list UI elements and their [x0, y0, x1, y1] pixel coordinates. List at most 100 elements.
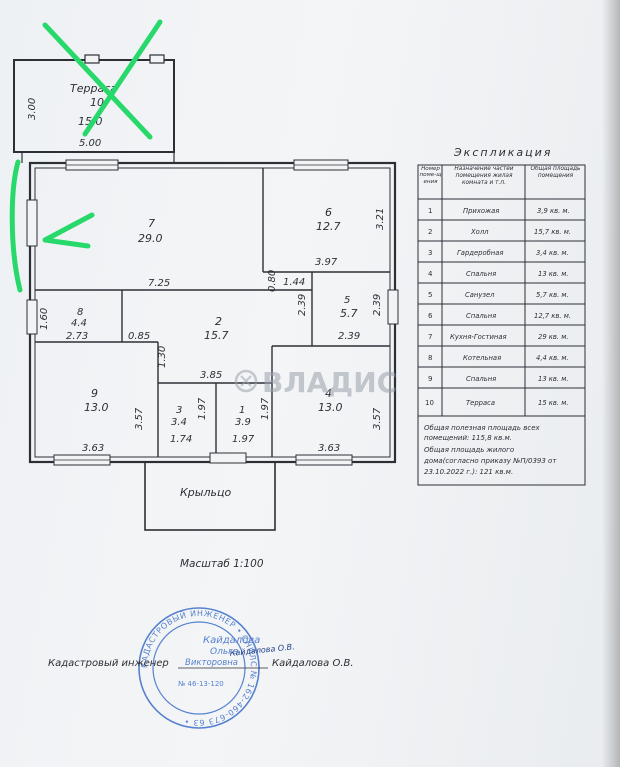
table-row: 6 Спальня 12,7 кв. м. — [428, 312, 571, 320]
room-area-7: 29.0 — [138, 232, 163, 245]
watermark: ВЛАДИС — [234, 366, 397, 399]
table-row: 8 Котельная 4,4 кв. м. — [428, 354, 569, 362]
svg-text:3,4 кв. м.: 3,4 кв. м. — [536, 249, 569, 257]
porch: Крыльцо — [144, 452, 276, 531]
dim-room5-height: 2.39 — [297, 294, 308, 316]
porch-label: Крыльцо — [180, 486, 231, 499]
dim-room1-height: 1.97 — [260, 397, 271, 420]
house-walls — [26, 159, 399, 466]
dim-room4-height: 3.57 — [372, 407, 383, 430]
dim-room8-height: 1.60 — [39, 308, 50, 330]
dim-room6-height: 3.21 — [375, 208, 386, 230]
room-number-6: 6 — [325, 206, 332, 219]
explication-title: Экспликация — [453, 146, 552, 159]
interior-walls — [35, 168, 390, 457]
svg-text:Санузел: Санузел — [465, 291, 495, 299]
svg-text:5: 5 — [428, 291, 432, 299]
room-area-1: 3.9 — [235, 417, 251, 428]
svg-text:Общая площадь жилого: Общая площадь жилого — [424, 446, 514, 454]
dim-room4-width: 3.63 — [318, 443, 340, 454]
svg-text:3,9 кв. м.: 3,9 кв. м. — [537, 207, 570, 215]
svg-text:23.10.2022 г.): 121 кв.м.: 23.10.2022 г.): 121 кв.м. — [424, 468, 513, 476]
scale-label: Масштаб 1:100 — [180, 558, 264, 570]
svg-text:Прихожая: Прихожая — [463, 207, 499, 215]
explication-note: Общая полезная площадь всех помещений: 1… — [423, 424, 557, 476]
paper-edge-shadow — [602, 0, 620, 767]
dim-room3-width: 1.74 — [170, 434, 192, 445]
room-area-2: 15.7 — [204, 329, 229, 342]
svg-text:15,7 кв. м.: 15,7 кв. м. — [534, 228, 571, 236]
dim-terrace-height: 3.00 — [27, 98, 38, 120]
svg-text:Терраса: Терраса — [466, 399, 495, 407]
dim-room7-width: 7.25 — [148, 278, 170, 289]
dim-room8-width: 2.73 — [66, 331, 88, 342]
svg-text:1: 1 — [428, 207, 432, 215]
room-labels: 7 29.0 6 12.7 8 4.4 2 15.7 5 5.7 9 13.0 … — [71, 206, 358, 428]
svg-text:Гардеробная: Гардеробная — [457, 249, 504, 257]
svg-text:7: 7 — [428, 333, 432, 341]
stamp-name-2: Ольга — [210, 647, 238, 657]
engineer-name: Кайдалова О.В. — [272, 658, 354, 669]
svg-text:Кухня-Гостиная: Кухня-Гостиная — [450, 333, 507, 341]
explication-table: Экспликация Номер поме-щения Назначение … — [417, 146, 586, 486]
svg-text:Спальня: Спальня — [466, 375, 496, 383]
room-number-7: 7 — [148, 217, 155, 230]
table-row: 1 Прихожая 3,9 кв. м. — [428, 207, 570, 215]
dimension-labels: 3.21 3.97 1.44 0.80 7.25 1.60 2.73 0.85 … — [39, 208, 386, 454]
table-row: 4 Спальня 13 кв. м. — [428, 270, 569, 278]
green-annotations — [9, 19, 163, 293]
svg-text:10: 10 — [425, 399, 434, 407]
dim-room9-width: 3.63 — [82, 443, 104, 454]
table-row: 2 Холл 15,7 кв. м. — [428, 228, 571, 236]
stamp-name-3: Викторовна — [185, 658, 238, 668]
dim-corridor-width: 1.44 — [283, 277, 305, 288]
svg-text:12,7 кв. м.: 12,7 кв. м. — [534, 312, 571, 320]
table-row: 3 Гардеробная 3,4 кв. м. — [428, 249, 569, 257]
svg-text:4: 4 — [428, 270, 433, 278]
header-number: Номер поме-щения — [419, 166, 442, 185]
header-area: Общая площадь помещения — [530, 166, 581, 179]
table-row: 10 Терраса 15 кв. м. — [425, 399, 569, 407]
room-number-10: 10 — [90, 96, 104, 109]
room-number-5: 5 — [344, 295, 350, 306]
room-number-3: 3 — [176, 405, 182, 416]
room-area-5: 5.7 — [340, 307, 358, 320]
watermark-brand: ВЛАДИС — [262, 366, 397, 399]
svg-text:Котельная: Котельная — [463, 354, 501, 362]
terrace: Терраса 10 15.0 3.00 5.00 — [13, 54, 175, 163]
header-purpose: Назначение частей помещения жилая комнат… — [454, 166, 514, 186]
dim-hall-gap: 0.85 — [128, 331, 150, 342]
dim-room5-width: 2.39 — [338, 331, 360, 342]
room-number-9: 9 — [91, 387, 98, 400]
dim-hall-width: 3.85 — [200, 370, 222, 381]
table-row: 7 Кухня-Гостиная 29 кв. м. — [428, 333, 569, 341]
room-area-8: 4.4 — [71, 318, 87, 329]
svg-text:Общая полезная площадь всех: Общая полезная площадь всех — [424, 424, 540, 432]
svg-text:29 кв. м.: 29 кв. м. — [538, 333, 569, 341]
dim-room1-width: 1.97 — [232, 434, 255, 445]
dim-hall-depth: 1.30 — [157, 346, 168, 368]
room-area-9: 13.0 — [84, 401, 109, 414]
table-row: 5 Санузел 5,7 кв. м. — [428, 291, 569, 299]
stamp-name: Кайдалова — [203, 635, 260, 646]
svg-text:2: 2 — [428, 228, 432, 236]
dim-corridor-depth: 0.80 — [267, 270, 278, 292]
svg-text:13 кв. м.: 13 кв. м. — [538, 375, 569, 383]
dim-room5-height-outer: 2.39 — [372, 294, 383, 316]
room-number-1: 1 — [239, 405, 245, 416]
svg-text:6: 6 — [428, 312, 433, 320]
engineer-label: Кадастровый инженер — [48, 658, 169, 669]
svg-text:9: 9 — [428, 375, 432, 383]
svg-text:4,4 кв. м.: 4,4 кв. м. — [536, 354, 569, 362]
svg-text:13 кв. м.: 13 кв. м. — [538, 270, 569, 278]
svg-text:дома(согласно приказу №П/0393: дома(согласно приказу №П/0393 от — [423, 457, 557, 465]
room-number-2: 2 — [215, 315, 222, 328]
room-area-6: 12.7 — [316, 220, 341, 233]
svg-text:Спальня: Спальня — [466, 312, 496, 320]
dim-room6-width: 3.97 — [315, 257, 338, 268]
dim-room9-height: 3.57 — [134, 407, 145, 430]
room-number-8: 8 — [77, 307, 83, 318]
dim-terrace-width: 5.00 — [79, 138, 101, 149]
svg-text:Холл: Холл — [470, 228, 489, 236]
